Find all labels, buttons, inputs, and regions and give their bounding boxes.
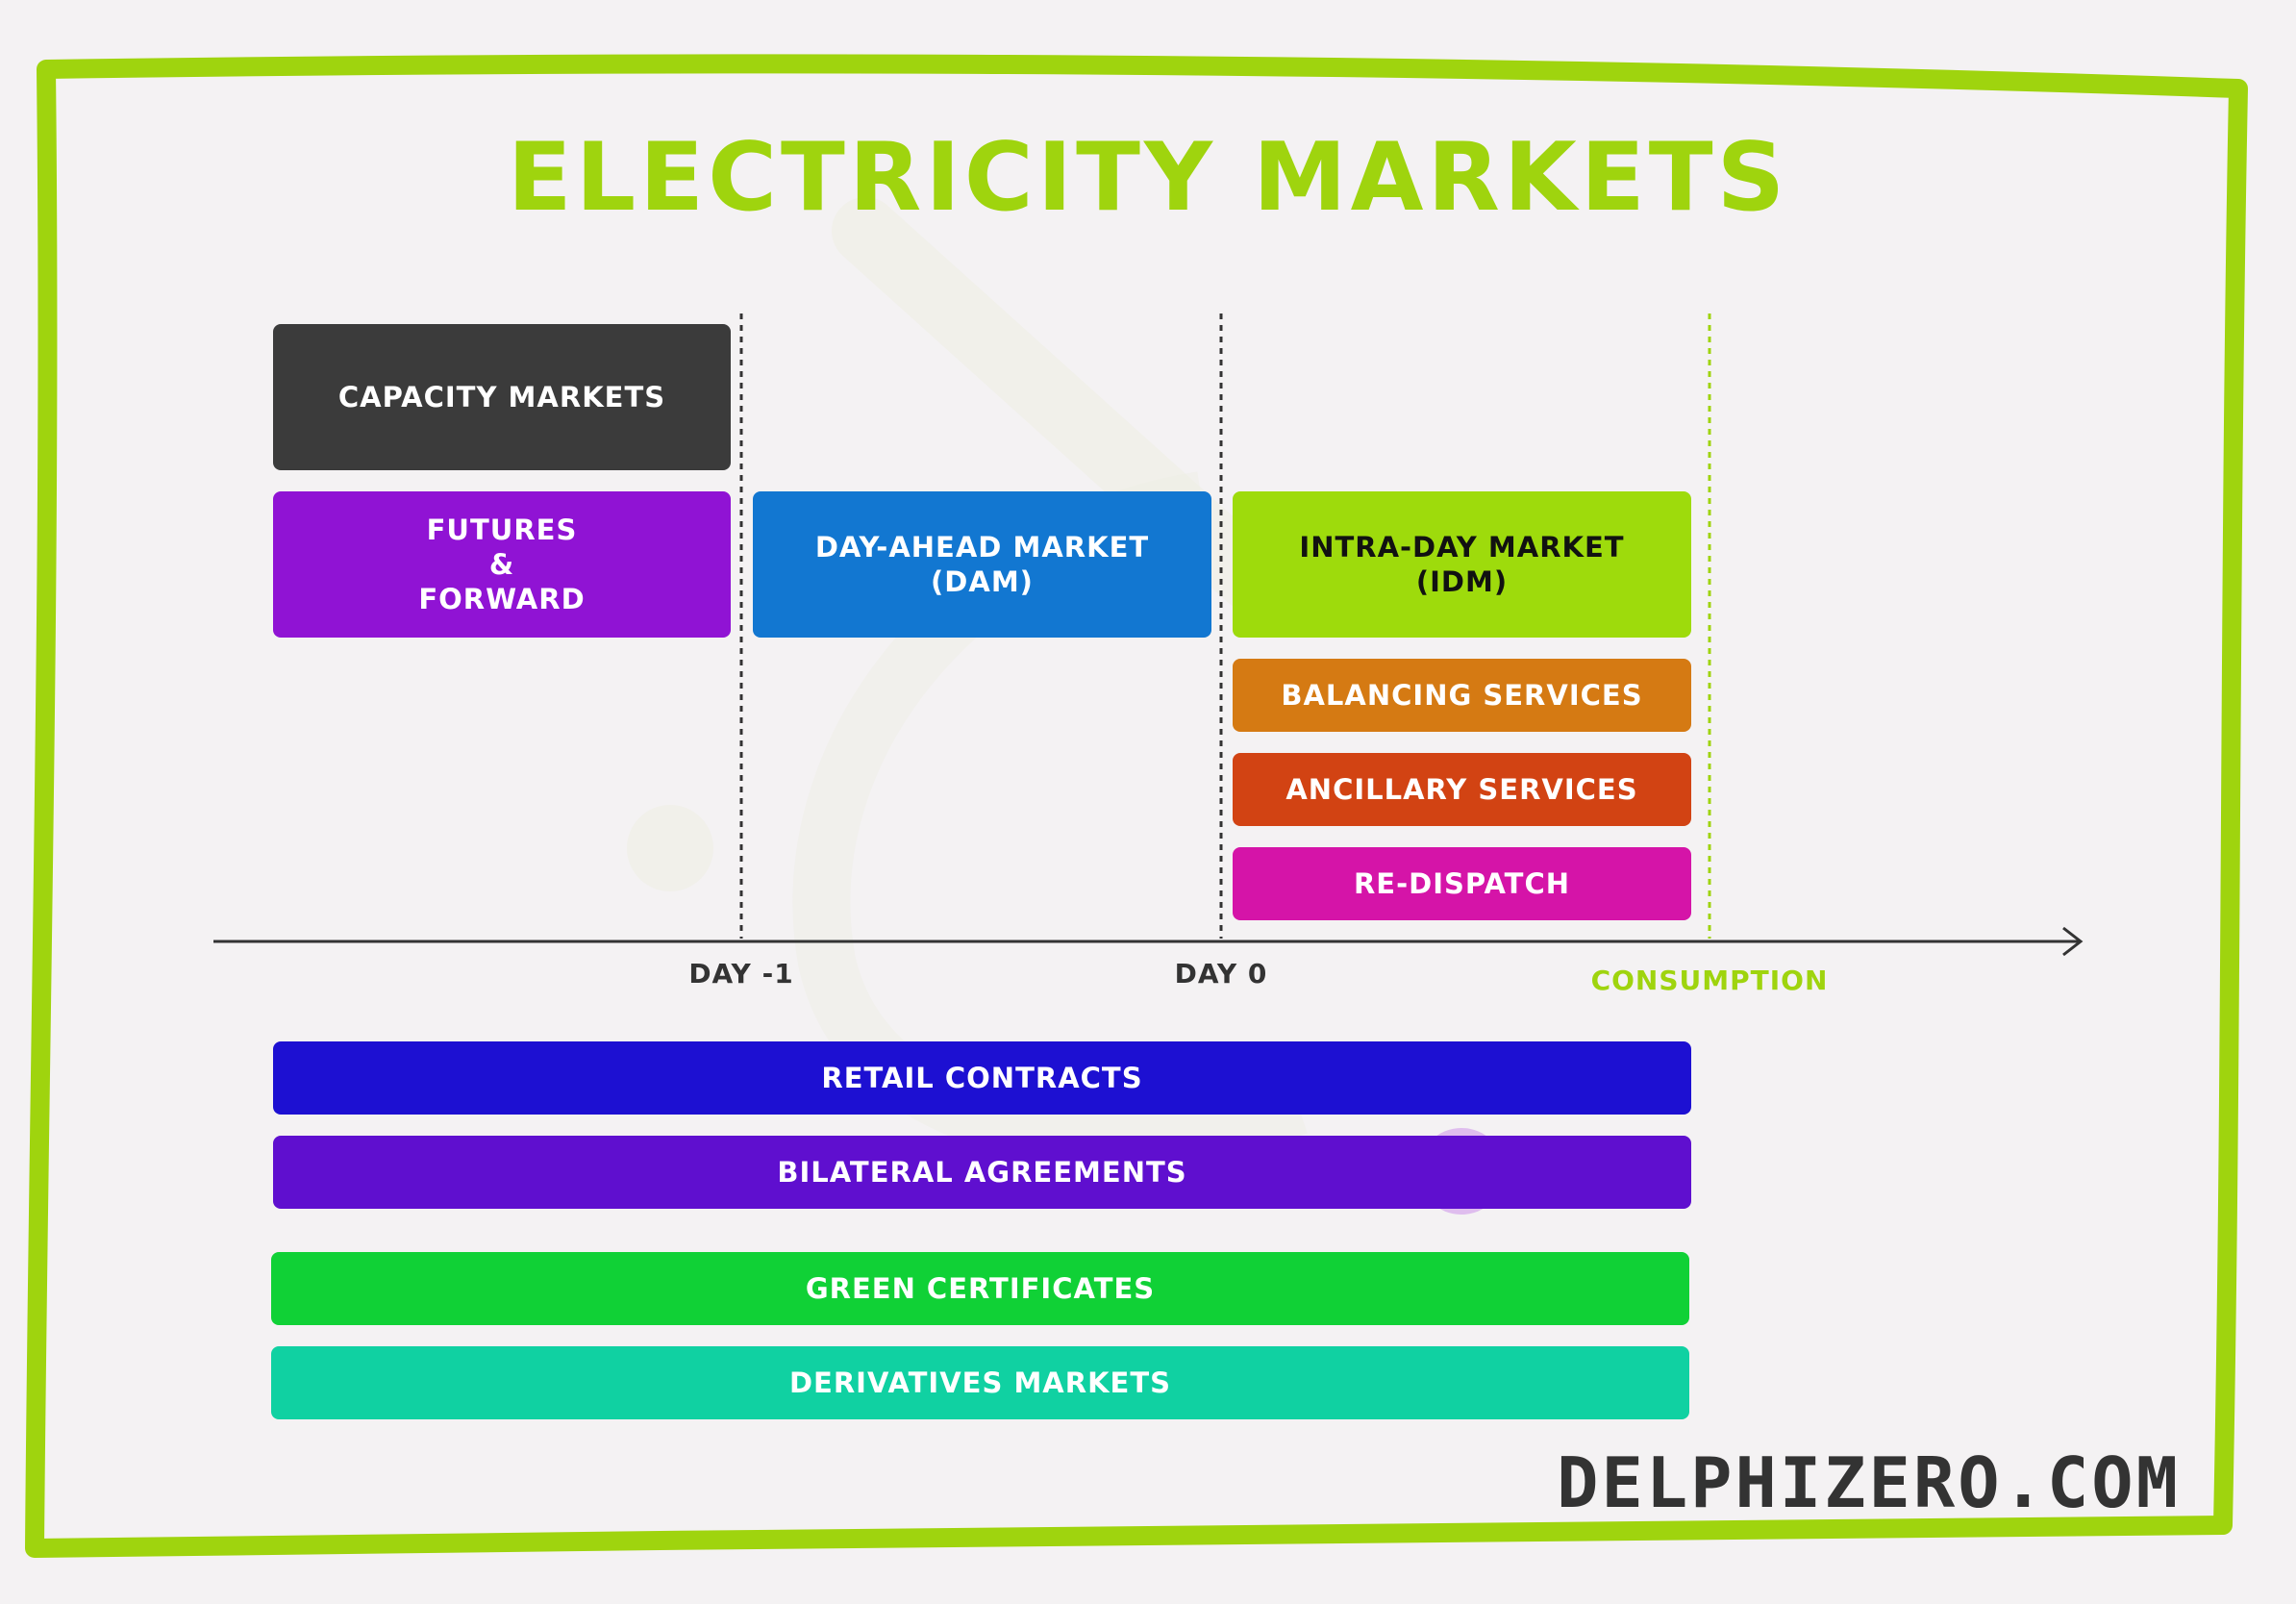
site-url[interactable]: DELPHIZERO.COM (1557, 1442, 2181, 1523)
intra-day-market-box: INTRA-DAY MARKET (IDM) (1233, 491, 1691, 638)
capacity-markets-label: CAPACITY MARKETS (337, 381, 666, 414)
capacity-markets-box: CAPACITY MARKETS (273, 324, 731, 470)
retail-contracts-label: RETAIL CONTRACTS (821, 1062, 1143, 1094)
derivatives-markets-label: DERIVATIVES MARKETS (788, 1366, 1172, 1399)
time-axis-arrowhead (2062, 926, 2084, 957)
green-certificates-box: GREEN CERTIFICATES (271, 1252, 1689, 1325)
day-ahead-market-label: DAY-AHEAD MARKET (814, 531, 1150, 564)
dam-abbreviation-label: (DAM) (931, 565, 1034, 598)
idm-abbreviation-label: (IDM) (1415, 565, 1509, 598)
balancing-services-label: BALANCING SERVICES (1281, 679, 1643, 712)
green-certificates-label: GREEN CERTIFICATES (805, 1272, 1156, 1305)
intra-day-market-label: INTRA-DAY MARKET (1299, 531, 1625, 564)
re-dispatch-box: RE-DISPATCH (1233, 847, 1691, 920)
bilateral-agreements-label: BILATERAL AGREEMENTS (777, 1156, 1187, 1189)
day-0-label: DAY 0 (1174, 958, 1268, 990)
retail-contracts-box: RETAIL CONTRACTS (273, 1041, 1691, 1115)
re-dispatch-label: RE-DISPATCH (1353, 867, 1571, 900)
bilateral-agreements-box: BILATERAL AGREEMENTS (273, 1136, 1691, 1209)
ancillary-services-box: ANCILLARY SERVICES (1233, 753, 1691, 826)
derivatives-markets-box: DERIVATIVES MARKETS (271, 1346, 1689, 1419)
page-title: ELECTRICITY MARKETS (507, 123, 1789, 233)
consumption-label: CONSUMPTION (1590, 965, 1829, 996)
futures-forward-box: FUTURES & FORWARD (273, 491, 731, 638)
ampersand-label: & (488, 548, 515, 581)
day-minus-1-label: DAY -1 (688, 958, 794, 990)
balancing-services-box: BALANCING SERVICES (1233, 659, 1691, 732)
forward-label: FORWARD (418, 583, 586, 615)
futures-label: FUTURES (426, 514, 578, 546)
day-ahead-market-box: DAY-AHEAD MARKET (DAM) (753, 491, 1211, 638)
ancillary-services-label: ANCILLARY SERVICES (1285, 773, 1638, 806)
